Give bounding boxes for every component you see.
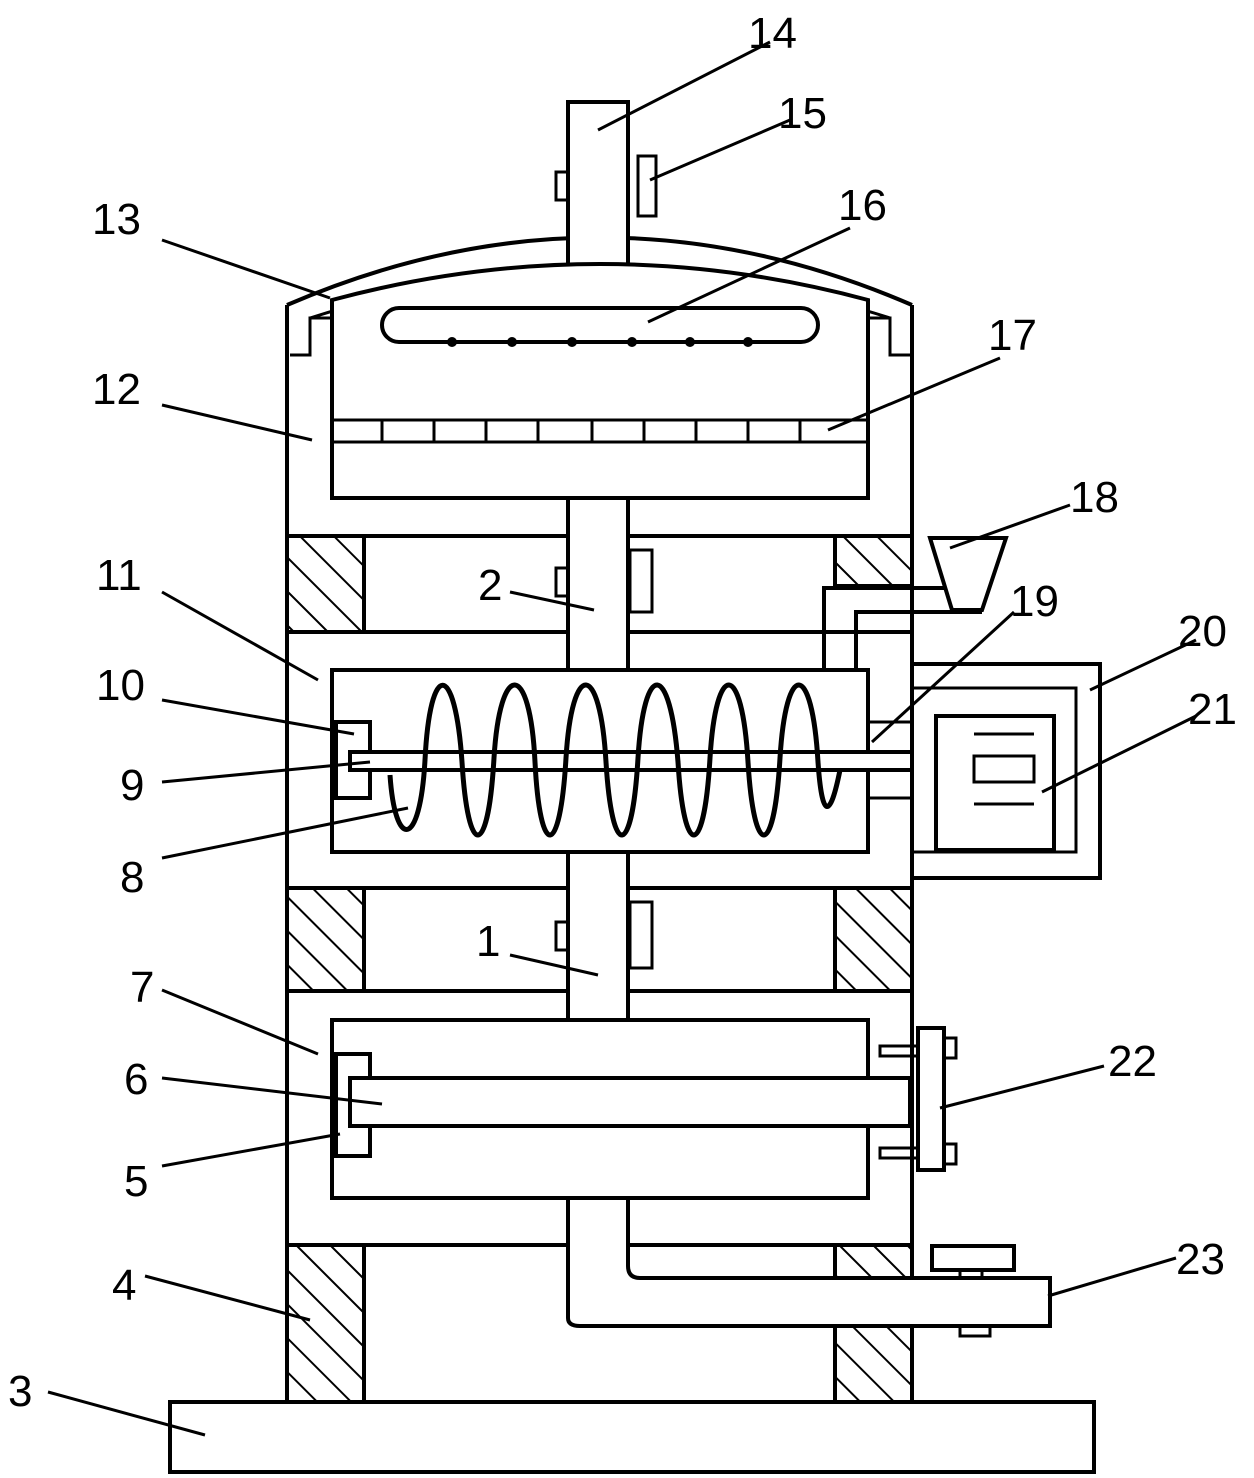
upper-chamber <box>330 262 870 500</box>
label-22: 22 <box>1108 1037 1157 1086</box>
shaft-key <box>554 170 570 202</box>
support-column <box>833 1323 914 1404</box>
support-column <box>833 886 914 993</box>
leader-lines <box>47 40 1197 1437</box>
base-plate <box>168 1400 1096 1474</box>
label-20: 20 <box>1178 607 1227 656</box>
bolt <box>878 1146 920 1160</box>
upper-shaft <box>566 496 630 672</box>
roller <box>348 1076 912 1128</box>
support-column <box>285 1243 366 1404</box>
support-column <box>833 534 914 588</box>
label-4: 4 <box>112 1261 136 1310</box>
cover-right-lip <box>870 316 910 357</box>
spray-tube <box>380 306 820 344</box>
label-19: 19 <box>1010 577 1059 626</box>
shaft-key <box>554 566 570 598</box>
shaft-key <box>554 920 570 952</box>
support-column <box>285 534 366 634</box>
label-10: 10 <box>96 661 145 710</box>
lower-shaft <box>566 848 630 1022</box>
label-12: 12 <box>92 365 141 414</box>
helical-blade <box>387 682 843 838</box>
label-21: 21 <box>1188 685 1237 734</box>
label-6: 6 <box>124 1055 148 1104</box>
valve-stem <box>958 1268 984 1280</box>
filter-plate-slots <box>380 420 802 442</box>
label-8: 8 <box>120 853 144 902</box>
label-14: 14 <box>748 9 797 58</box>
label-1: 1 <box>476 917 500 966</box>
valve <box>930 1244 1016 1272</box>
label-2: 2 <box>478 561 502 610</box>
label-3: 3 <box>8 1367 32 1416</box>
screw-shaft <box>348 750 938 772</box>
label-13: 13 <box>92 195 141 244</box>
cover-left-lip <box>290 316 330 357</box>
feed-hopper <box>927 536 1009 612</box>
spray-nozzles <box>447 337 753 347</box>
support-column <box>285 886 366 993</box>
bolt <box>878 1044 920 1058</box>
clamp-block <box>628 900 654 970</box>
clamp-block <box>628 548 654 614</box>
motor-detail <box>972 754 1036 784</box>
nut <box>942 1142 958 1166</box>
label-7: 7 <box>130 963 154 1012</box>
support-column <box>833 1243 914 1282</box>
label-11: 11 <box>96 551 142 600</box>
nut <box>942 1036 958 1060</box>
label-15: 15 <box>778 89 827 138</box>
discharge-pipe <box>566 1196 1052 1328</box>
feed-pipe-outer <box>822 586 982 670</box>
label-9: 9 <box>120 761 144 810</box>
label-17: 17 <box>988 311 1037 360</box>
label-16: 16 <box>838 181 887 230</box>
clamp-block <box>636 154 658 218</box>
label-5: 5 <box>124 1157 148 1206</box>
side-clamp <box>916 1026 946 1172</box>
feed-pipe-inner <box>854 610 982 670</box>
label-18: 18 <box>1070 473 1119 522</box>
valve-bottom <box>958 1324 992 1338</box>
label-23: 23 <box>1176 1235 1225 1284</box>
